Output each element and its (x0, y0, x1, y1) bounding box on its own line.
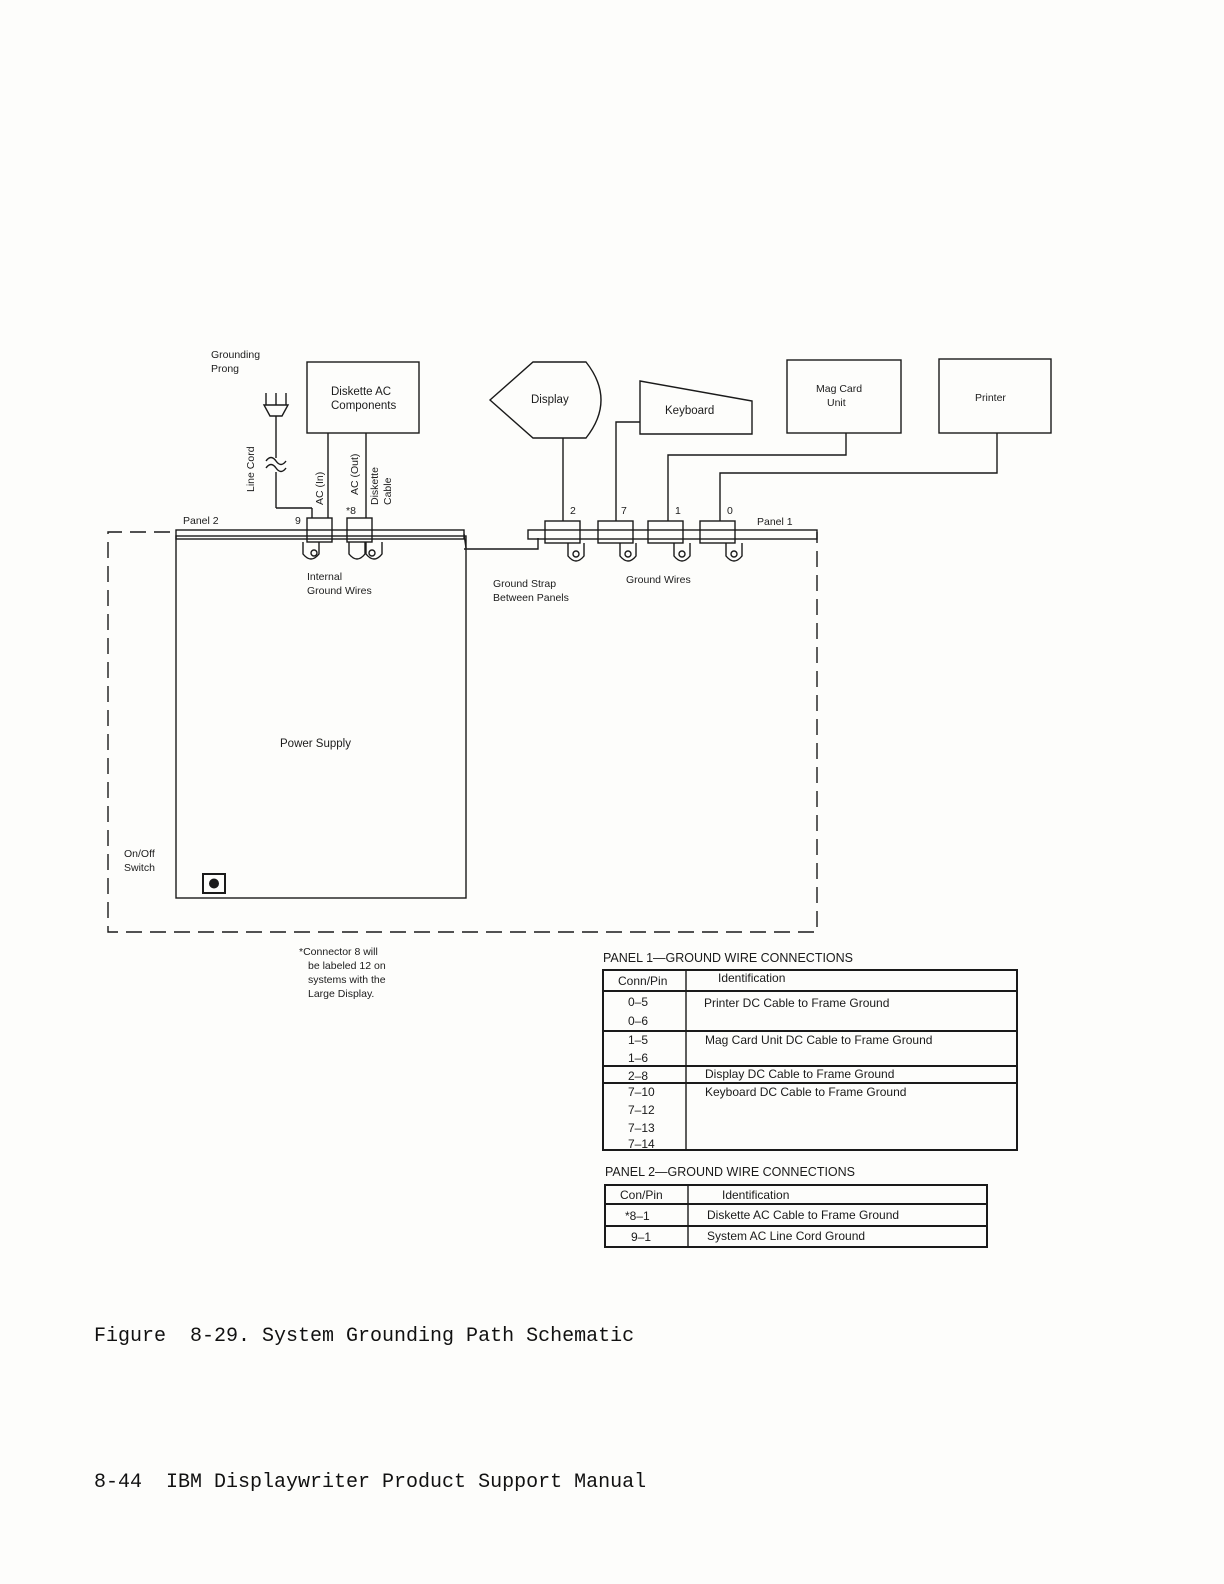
panel1-pin: 0–5 (628, 995, 648, 1009)
ground-strap-label-1: Ground Strap (493, 578, 556, 590)
diskette-cable-label-1: Diskette (369, 467, 381, 505)
frame-outline (107, 531, 818, 933)
panel1-id: Display DC Cable to Frame Ground (705, 1067, 894, 1081)
ground-wires-label: Ground Wires (626, 574, 691, 586)
panel2-label: Panel 2 (183, 515, 219, 527)
panel1-id: Mag Card Unit DC Cable to Frame Ground (705, 1033, 932, 1047)
panel2-ground-lugs (302, 542, 383, 560)
ac-in-label: AC (In) (314, 472, 326, 505)
internal-ground-1: Internal (307, 571, 342, 583)
panel1-table-title: PANEL 1—GROUND WIRE CONNECTIONS (603, 951, 853, 965)
plug-icon (262, 393, 313, 518)
display-shape (488, 361, 602, 439)
onoff-switch-dot (209, 878, 219, 889)
keyboard-shape (639, 380, 753, 435)
panel2-table-title: PANEL 2—GROUND WIRE CONNECTIONS (605, 1165, 855, 1179)
onoff-label-1: On/Off (124, 848, 155, 860)
panel2-id: System AC Line Cord Ground (707, 1229, 865, 1243)
panel1-pin: 2–8 (628, 1069, 648, 1083)
power-supply-box (175, 535, 467, 899)
mag-card-box (786, 359, 902, 434)
panel1-pin: 1–6 (628, 1051, 648, 1065)
grounding-prong-2: Prong (211, 363, 239, 375)
panel2-bar (175, 529, 465, 540)
panel2-table (604, 1184, 988, 1248)
line-cord-label: Line Cord (245, 446, 257, 492)
ground-strap (464, 538, 539, 550)
printer-label: Printer (975, 392, 1006, 404)
power-supply-label: Power Supply (280, 738, 351, 750)
diskette-ac-label-2: Components (331, 400, 396, 412)
panel2-pin: *8–1 (625, 1209, 650, 1223)
panel1-pin: 1–5 (628, 1033, 648, 1047)
connector-note-3: systems with the (308, 974, 386, 986)
panel1-pin: 7–13 (628, 1121, 655, 1135)
connector-note-2: be labeled 12 on (308, 960, 386, 972)
panel2-pin: 9–1 (631, 1230, 651, 1244)
panel1-pin: 0–6 (628, 1014, 648, 1028)
panel1-connectors (544, 520, 736, 544)
onoff-label-2: Switch (124, 862, 155, 874)
panel1-bar (527, 529, 818, 540)
connector-note-4: Large Display. (308, 988, 374, 1000)
panel1-pin: 7–14 (628, 1137, 655, 1151)
display-label: Display (531, 394, 569, 406)
pin-0-label: 0 (727, 505, 733, 517)
panel2-id: Diskette AC Cable to Frame Ground (707, 1208, 899, 1222)
ground-strap-label-2: Between Panels (493, 592, 569, 604)
page-footer: 8-44 IBM Displaywriter Product Support M… (94, 1471, 646, 1494)
panel1-ground-lugs (567, 543, 743, 562)
pin-1-label: 1 (675, 505, 681, 517)
diskette-cable-label-2: Cable (382, 477, 394, 505)
panel1-id: Printer DC Cable to Frame Ground (704, 996, 889, 1010)
keyboard-label: Keyboard (665, 405, 714, 417)
mag-card-label-1: Mag Card (816, 383, 862, 395)
pin-2-label: 2 (570, 505, 576, 517)
diskette-ac-box (306, 361, 420, 434)
panel1-pin: 7–12 (628, 1103, 655, 1117)
panel2-header-id: Identification (722, 1188, 789, 1202)
pin-8-label: *8 (346, 505, 356, 517)
mag-card-label-2: Unit (827, 397, 846, 409)
grounding-prong-1: Grounding (211, 349, 260, 361)
internal-ground-2: Ground Wires (307, 585, 372, 597)
pin-9-label: 9 (295, 515, 301, 527)
onoff-switch (202, 873, 226, 894)
ac-out-label: AC (Out) (349, 454, 361, 495)
panel1-pin: 7–10 (628, 1085, 655, 1099)
panel1-id: Keyboard DC Cable to Frame Ground (705, 1085, 906, 1099)
panel1-header-pin: Conn/Pin (618, 974, 667, 988)
panel1-label: Panel 1 (757, 516, 793, 528)
connector-note-1: *Connector 8 will (299, 946, 378, 958)
diskette-ac-label-1: Diskette AC (331, 386, 391, 398)
panel1-table (602, 969, 1018, 1151)
connector-8 (346, 517, 373, 543)
panel2-header-pin: Con/Pin (620, 1188, 663, 1202)
pin-7-label: 7 (621, 505, 627, 517)
panel1-header-id: Identification (718, 971, 785, 985)
printer-box (938, 358, 1052, 434)
figure-caption: Figure 8-29. System Grounding Path Schem… (94, 1325, 634, 1348)
